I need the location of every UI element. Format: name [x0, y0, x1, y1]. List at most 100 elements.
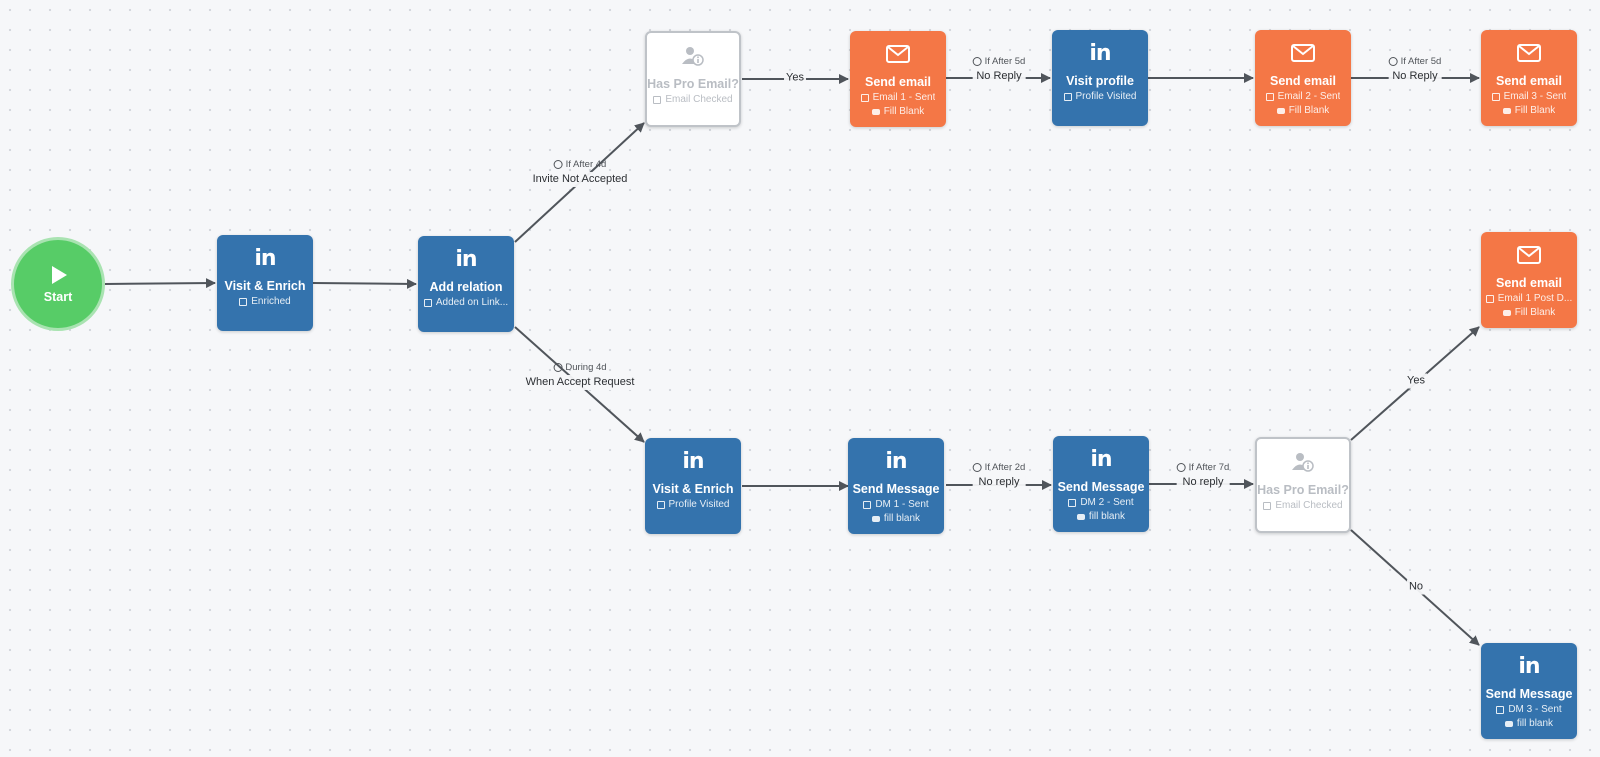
tag-icon — [1068, 498, 1077, 507]
node-visit-profile[interactable]: in Visit profile Profile Visited — [1052, 30, 1148, 126]
tag-icon — [653, 95, 662, 104]
node-send-message-2[interactable]: in Send Message DM 2 - Sent fill blank — [1053, 436, 1149, 532]
message-icon — [1076, 513, 1085, 520]
edge-label-no-reply-7d: If After 7d No reply — [1176, 460, 1230, 490]
message-icon — [1276, 107, 1285, 114]
node-title: Has Pro Email? — [647, 77, 739, 91]
edge-label-no-bottom: No — [1406, 579, 1426, 595]
node-template: Fill Blank — [871, 106, 924, 117]
user-info-icon — [681, 41, 705, 71]
edge-label-text: No — [1406, 579, 1426, 595]
edge-label-no-reply-5d-a: If After 5d No Reply — [972, 54, 1026, 84]
edge-label-yes-top: Yes — [784, 70, 806, 86]
play-icon — [52, 266, 67, 284]
refresh-icon — [553, 363, 563, 372]
clock-icon — [972, 57, 982, 66]
edge-label-no-reply-5d-b: If After 5d No Reply — [1388, 54, 1442, 84]
edge-label-when-accept: During 4d When Accept Request — [523, 360, 637, 390]
node-has-pro-email-bottom[interactable]: Has Pro Email? Email Checked — [1255, 437, 1351, 533]
node-title: Send Message — [852, 482, 940, 496]
node-template: fill blank — [871, 513, 920, 524]
node-add-relation[interactable]: in Add relation Added on Link... — [418, 236, 514, 332]
message-icon — [871, 108, 880, 115]
clock-icon — [553, 160, 563, 169]
node-send-email-post[interactable]: Send email Email 1 Post D... Fill Blank — [1481, 232, 1577, 328]
edge-label-text: When Accept Request — [523, 375, 637, 390]
node-send-message-3[interactable]: in Send Message DM 3 - Sent fill blank — [1481, 643, 1577, 739]
envelope-icon — [1517, 38, 1541, 68]
node-has-pro-email-top[interactable]: Has Pro Email? Email Checked — [645, 31, 741, 127]
linkedin-icon: in — [682, 448, 704, 474]
message-icon — [1504, 720, 1513, 727]
message-icon — [871, 515, 880, 522]
node-status: Profile Visited — [656, 499, 729, 510]
node-send-message-1[interactable]: in Send Message DM 1 - Sent fill blank — [848, 438, 944, 534]
node-template: Fill Blank — [1276, 105, 1329, 116]
node-title: Send email — [865, 75, 931, 89]
edge-label-time: During 4d — [524, 360, 637, 375]
node-status: Profile Visited — [1063, 91, 1136, 102]
edge-label-time: If After 4d — [531, 157, 630, 172]
edge-label-text: No Reply — [972, 69, 1026, 84]
node-status: Email Checked — [653, 94, 733, 105]
start-label: Start — [43, 290, 73, 304]
edge-label-text: Yes — [1405, 373, 1427, 389]
node-title: Visit & Enrich — [652, 482, 734, 496]
tag-icon — [863, 500, 872, 509]
edge-label-text: No reply — [972, 475, 1026, 490]
linkedin-icon: in — [885, 448, 907, 474]
node-status: Enriched — [239, 296, 291, 307]
node-template: fill blank — [1504, 718, 1553, 729]
node-template: fill blank — [1076, 511, 1125, 522]
envelope-icon — [1291, 38, 1315, 68]
node-title: Send email — [1496, 276, 1562, 290]
user-info-icon — [1291, 447, 1315, 477]
node-title: Send Message — [1057, 480, 1145, 494]
tag-icon — [239, 297, 248, 306]
node-status: Email Checked — [1263, 500, 1343, 511]
edge-label-text: Invite Not Accepted — [530, 172, 630, 187]
node-status: Email 3 - Sent — [1491, 91, 1566, 102]
node-visit-enrich-1[interactable]: in Visit & Enrich Enriched — [217, 235, 313, 331]
edge-label-yes-bottom: Yes — [1405, 373, 1427, 389]
tag-icon — [1485, 294, 1494, 303]
edge-label-no-reply-2d: If After 2d No reply — [972, 460, 1026, 490]
edge-label-time: If After 7d — [1176, 460, 1229, 475]
tag-icon — [656, 500, 665, 509]
edge-visit-enrich-to-add-relation — [312, 278, 417, 289]
edge-label-text: No reply — [1176, 475, 1230, 490]
node-template: Fill Blank — [1502, 105, 1555, 116]
node-visit-enrich-2[interactable]: in Visit & Enrich Profile Visited — [645, 438, 741, 534]
node-send-email-2[interactable]: Send email Email 2 - Sent Fill Blank — [1255, 30, 1351, 126]
node-title: Send email — [1270, 74, 1336, 88]
message-icon — [1502, 309, 1511, 316]
message-icon — [1502, 107, 1511, 114]
node-title: Add relation — [429, 280, 503, 294]
node-status: DM 2 - Sent — [1068, 497, 1134, 508]
node-title: Send email — [1496, 74, 1562, 88]
node-title: Send Message — [1485, 687, 1573, 701]
node-title: Has Pro Email? — [1257, 483, 1349, 497]
edge-label-time: If After 5d — [972, 54, 1025, 69]
node-send-email-1[interactable]: Send email Email 1 - Sent Fill Blank — [850, 31, 946, 127]
edge-label-text: No Reply — [1388, 69, 1442, 84]
node-template: Fill Blank — [1502, 307, 1555, 318]
linkedin-icon: in — [254, 245, 276, 271]
tag-icon — [1265, 92, 1274, 101]
node-send-email-3[interactable]: Send email Email 3 - Sent Fill Blank — [1481, 30, 1577, 126]
envelope-icon — [1517, 240, 1541, 270]
tag-icon — [423, 298, 432, 307]
edge-label-time: If After 2d — [972, 460, 1025, 475]
tag-icon — [1496, 705, 1505, 714]
node-status: Email 1 Post D... — [1485, 293, 1572, 304]
clock-icon — [972, 463, 982, 472]
node-title: Visit profile — [1066, 74, 1134, 88]
node-status: Added on Link... — [423, 297, 508, 308]
start-node[interactable]: Start — [11, 237, 105, 331]
node-status: DM 1 - Sent — [863, 499, 929, 510]
node-status: DM 3 - Sent — [1496, 704, 1562, 715]
tag-icon — [1491, 92, 1500, 101]
node-status: Email 1 - Sent — [860, 92, 935, 103]
node-status: Email 2 - Sent — [1265, 91, 1340, 102]
